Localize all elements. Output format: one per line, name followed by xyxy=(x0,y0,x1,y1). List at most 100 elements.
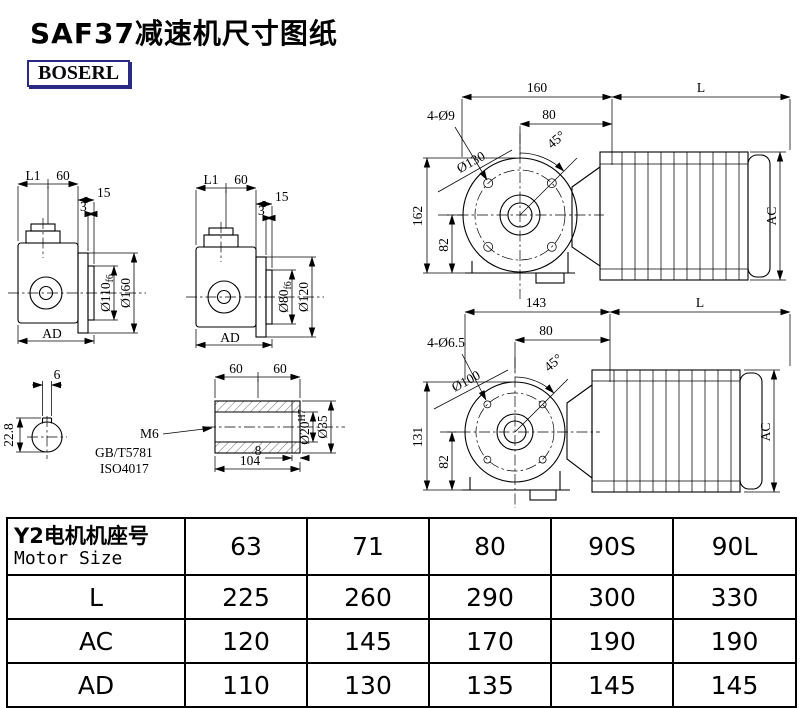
dim-width: 143 xyxy=(526,295,547,310)
dim-od: Ø35 xyxy=(315,415,330,438)
pilot-tolerance: f6 xyxy=(105,274,116,282)
dim-ac: AC xyxy=(764,207,779,226)
motor-size-80: 80 xyxy=(428,517,552,576)
motor-size-63: 63 xyxy=(184,517,308,576)
dim-l1: L1 xyxy=(204,172,219,187)
dim-height: 131 xyxy=(410,427,425,447)
motor-size-header-zh: Y2电机机座号 xyxy=(14,524,149,549)
table-cell: 145 xyxy=(550,662,674,708)
table-cell: 135 xyxy=(428,662,552,708)
dim-key-depth: 22.8 xyxy=(1,423,16,447)
dim-height: 162 xyxy=(410,206,425,226)
drawing-shaft-end-view: 6 22.8 xyxy=(1,367,67,459)
motor-size-header-en: Motor Size xyxy=(14,548,123,570)
dim-motor-length: L xyxy=(696,295,704,310)
motor-size-71: 71 xyxy=(306,517,430,576)
motor-size-header-cell: Y2电机机座号 Motor Size xyxy=(6,517,186,576)
bolt-circle-label: Ø100 xyxy=(449,367,483,394)
thread-callout: M6 xyxy=(140,426,159,441)
motor-fins xyxy=(613,370,732,492)
bolt-holes-callout: 4-Ø9 xyxy=(427,108,455,123)
standard-label-gb: GB/T5781 xyxy=(95,445,153,460)
bore-tolerance: H7 xyxy=(297,409,308,421)
dim-bore: Ø20H7 xyxy=(297,409,312,444)
bolt-hole xyxy=(483,400,492,409)
table-header-row: Y2电机机座号 Motor Size 63 71 80 90S 90L xyxy=(6,517,797,576)
boserl-logo: BOSERL xyxy=(27,60,131,87)
table-row-L: L 225 260 290 300 330 xyxy=(6,574,797,620)
dim-60-b: 60 xyxy=(273,361,287,376)
dim-15: 15 xyxy=(97,185,111,200)
angle-label: 45° xyxy=(544,128,568,152)
row-label-AC: AC xyxy=(6,618,186,664)
dim-3: 3 xyxy=(80,199,87,214)
table-cell: 330 xyxy=(672,574,797,620)
standard-label-iso: ISO4017 xyxy=(100,461,149,476)
dim-ad: AD xyxy=(220,330,240,345)
table-row-AC: AC 120 145 170 190 190 xyxy=(6,618,797,664)
dim-80: 80 xyxy=(542,107,556,122)
bolt-hole xyxy=(483,455,492,464)
dim-15: 15 xyxy=(275,189,289,204)
dim-82: 82 xyxy=(436,455,451,469)
table-cell: 290 xyxy=(428,574,552,620)
table-cell: 120 xyxy=(184,618,308,664)
dim-60: 60 xyxy=(234,172,248,187)
dim-104: 104 xyxy=(240,453,261,468)
fan-cowl xyxy=(747,154,771,278)
motor-size-90s: 90S xyxy=(550,517,674,576)
dim-flange-od: Ø120 xyxy=(296,282,311,312)
table-cell: 110 xyxy=(184,662,308,708)
pilot-tolerance: f6 xyxy=(283,281,294,289)
fan-cowl xyxy=(739,372,763,490)
dim-ac: AC xyxy=(758,423,773,442)
table-cell: 300 xyxy=(550,574,674,620)
dim-3: 3 xyxy=(258,203,265,218)
bolt-holes-callout: 4-Ø6.5 xyxy=(427,335,465,350)
dim-motor-length: L xyxy=(697,80,705,95)
technical-drawing: L1 60 15 3 Ø110f6 Ø160 AD L1 60 15 3 Ø80… xyxy=(1,80,791,508)
dim-flange-pilot: Ø80f6 xyxy=(276,281,294,313)
dim-width: 160 xyxy=(527,80,548,95)
motor-fins xyxy=(621,152,740,280)
motor-size-90l: 90L xyxy=(672,517,797,576)
bolt-hole xyxy=(538,400,547,409)
table-cell: 190 xyxy=(550,618,674,664)
row-label-AD: AD xyxy=(6,662,186,708)
table-cell: 260 xyxy=(306,574,430,620)
angle-label: 45° xyxy=(541,351,565,375)
motor-adapter xyxy=(571,165,601,268)
table-cell: 225 xyxy=(184,574,308,620)
dim-flange-pilot: Ø110f6 xyxy=(98,274,116,312)
dim-80: 80 xyxy=(539,323,553,338)
motor-adapter xyxy=(566,383,593,480)
bolt-hole xyxy=(538,455,547,464)
table-cell: 130 xyxy=(306,662,430,708)
bore-value: Ø20 xyxy=(297,421,312,444)
drawing-assembly-1: 160 L 80 4-Ø9 45° Ø130 162 82 xyxy=(410,80,791,299)
drawing-side-view-1: L1 60 15 3 Ø110f6 Ø160 AD xyxy=(8,168,146,344)
dim-ad: AD xyxy=(42,326,62,341)
table-row-AD: AD 110 130 135 145 145 xyxy=(6,662,797,708)
table-cell: 145 xyxy=(306,618,430,664)
table-cell: 190 xyxy=(672,618,797,664)
dim-82: 82 xyxy=(436,238,451,252)
dim-l1: L1 xyxy=(26,168,41,183)
table-cell: 170 xyxy=(428,618,552,664)
drawing-side-view-2: L1 60 15 3 Ø80f6 Ø120 AD xyxy=(186,172,324,348)
pilot-value: Ø80 xyxy=(276,289,291,312)
dim-flange-od: Ø160 xyxy=(118,278,133,308)
drawing-assembly-2: 143 L 80 4-Ø6.5 45° Ø100 131 82 xyxy=(410,295,791,508)
table-cell: 145 xyxy=(672,662,797,708)
bolt-hole xyxy=(546,241,557,252)
drawing-shaft-section: 60 60 M6 GB/T5781 ISO4017 8 104 Ø20H7 Ø3… xyxy=(95,361,345,476)
bolt-hole xyxy=(546,178,557,189)
housing-foot xyxy=(529,489,557,501)
pilot-value: Ø110 xyxy=(98,282,113,312)
dim-60-a: 60 xyxy=(229,361,243,376)
page-title: SAF37减速机尺寸图纸 xyxy=(30,17,338,50)
bolt-hole xyxy=(483,178,494,189)
dim-key-width: 6 xyxy=(54,367,61,382)
dim-8: 8 xyxy=(255,443,262,458)
